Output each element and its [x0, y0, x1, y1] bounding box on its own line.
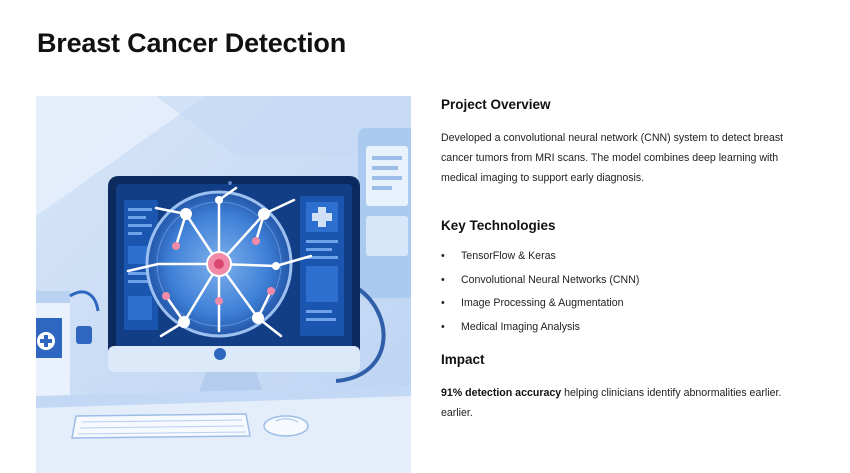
list-item: •TensorFlow & Keras: [441, 250, 556, 262]
apple-logo-icon: [214, 348, 226, 360]
technologies-list: •TensorFlow & Keras •Convolutional Neura…: [441, 248, 639, 342]
bullet: •: [441, 297, 445, 309]
overview-heading: Project Overview: [441, 97, 551, 112]
impact-heading: Impact: [441, 352, 485, 367]
bullet: •: [441, 273, 445, 286]
bullet: •: [441, 320, 445, 333]
technologies-heading: Key Technologies: [441, 218, 556, 233]
list-item: •Image Processing & Augmentation: [441, 297, 624, 309]
bullet: •: [441, 250, 445, 262]
impact-highlight: 91% detection accuracy: [441, 387, 562, 399]
impact-body: helping clinicians identify abnormalitie…: [441, 387, 782, 419]
hero-illustration: [36, 96, 411, 473]
overview-text: Developed a convolutional neural network…: [441, 132, 784, 184]
impact-text: 91% detection accuracy helping clinician…: [441, 383, 811, 423]
list-item: •Medical Imaging Analysis: [441, 320, 580, 333]
list-item: •Convolutional Neural Networks (CNN): [441, 273, 640, 286]
page-title: Breast Cancer Detection: [37, 28, 347, 58]
